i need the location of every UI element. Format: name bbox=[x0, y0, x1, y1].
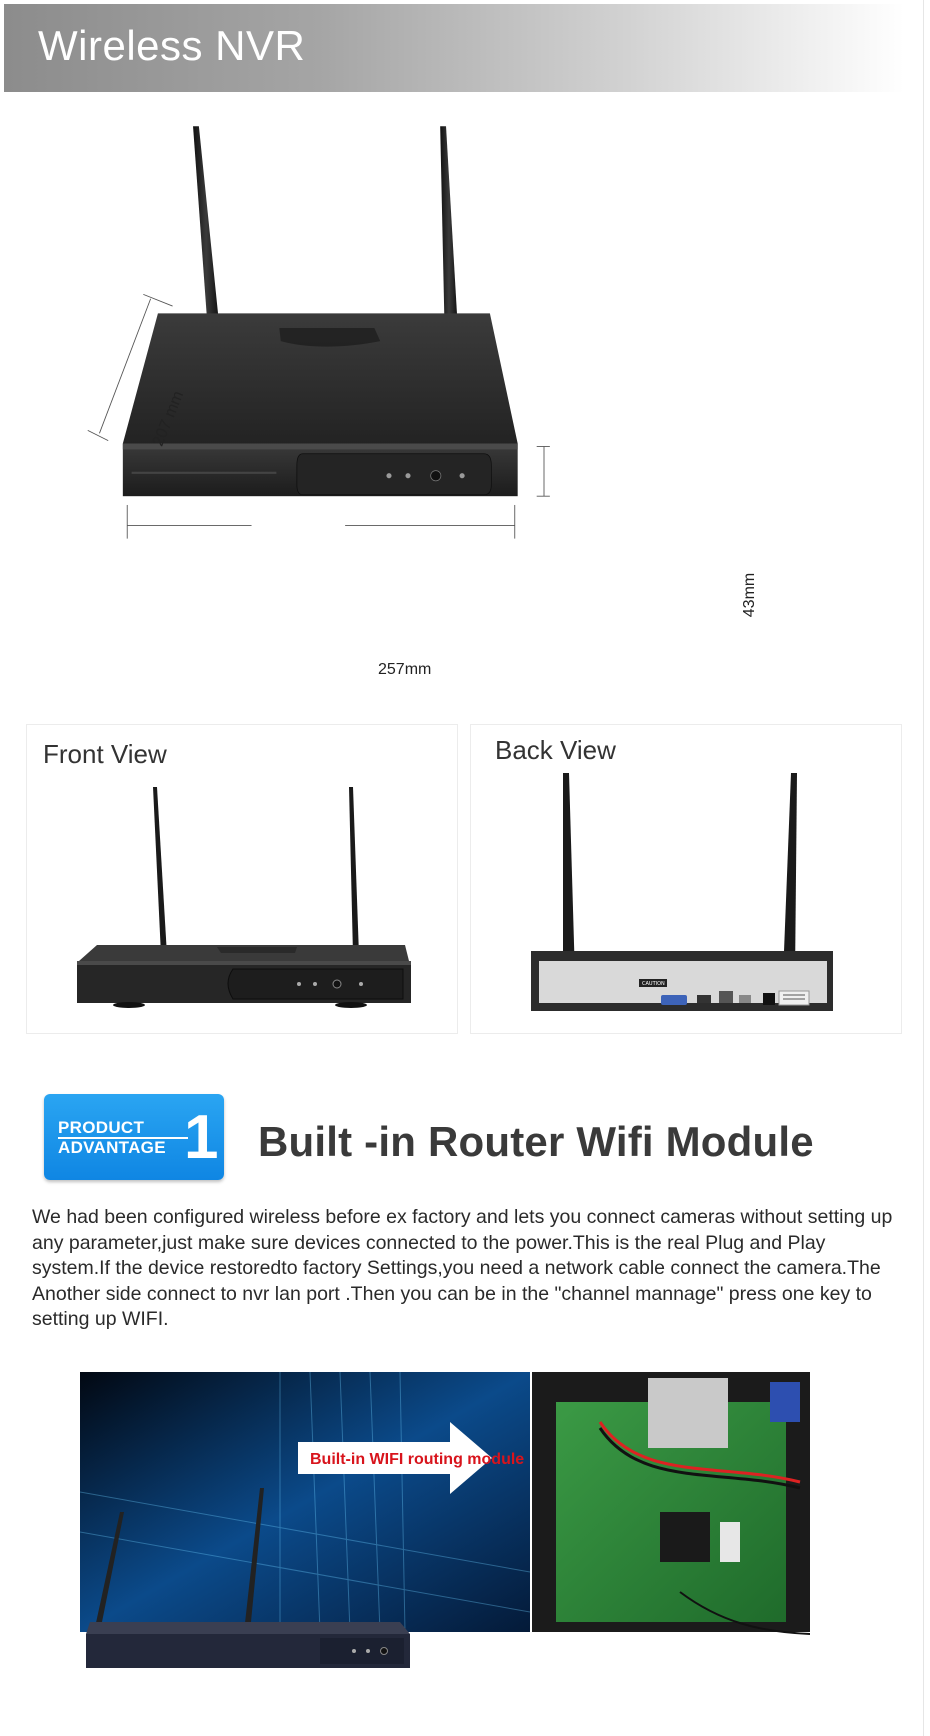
front-view-image bbox=[77, 787, 411, 1008]
wifi-module-callout: Built-in WIFI routing module bbox=[310, 1451, 524, 1468]
advantage-heading: Built -in Router Wifi Module bbox=[258, 1118, 814, 1165]
back-view-card: CAUTION Back View bbox=[470, 724, 902, 1034]
badge-divider bbox=[58, 1137, 188, 1139]
front-view-card: Front View bbox=[26, 724, 458, 1034]
front-view-title: Front View bbox=[43, 739, 167, 769]
nvr-top bbox=[122, 313, 518, 444]
badge-line-advantage: ADVANTAGE bbox=[58, 1138, 166, 1157]
page-title: Wireless NVR bbox=[38, 22, 306, 69]
caution-label: CAUTION bbox=[642, 981, 665, 987]
advantage-description: We had been configured wireless before e… bbox=[32, 1206, 893, 1330]
header-banner: Wireless NVR bbox=[4, 4, 904, 92]
height-dimension-label: 43mm bbox=[741, 572, 759, 618]
wifi-module-composite-image: Built-in WIFI routing module bbox=[80, 1372, 810, 1668]
product-advantage-badge: PRODUCT ADVANTAGE 1 bbox=[44, 1094, 224, 1180]
antenna-right bbox=[440, 126, 458, 329]
antenna-left bbox=[193, 126, 220, 329]
badge-line-product: PRODUCT bbox=[58, 1118, 145, 1137]
badge-number: 1 bbox=[184, 1103, 219, 1172]
width-dimension-label: 257mm bbox=[378, 661, 432, 678]
page-edge-rule bbox=[923, 0, 924, 1736]
back-view-image: CAUTION bbox=[531, 773, 833, 1011]
hero-product-image bbox=[87, 126, 550, 539]
back-view-title: Back View bbox=[495, 735, 616, 765]
